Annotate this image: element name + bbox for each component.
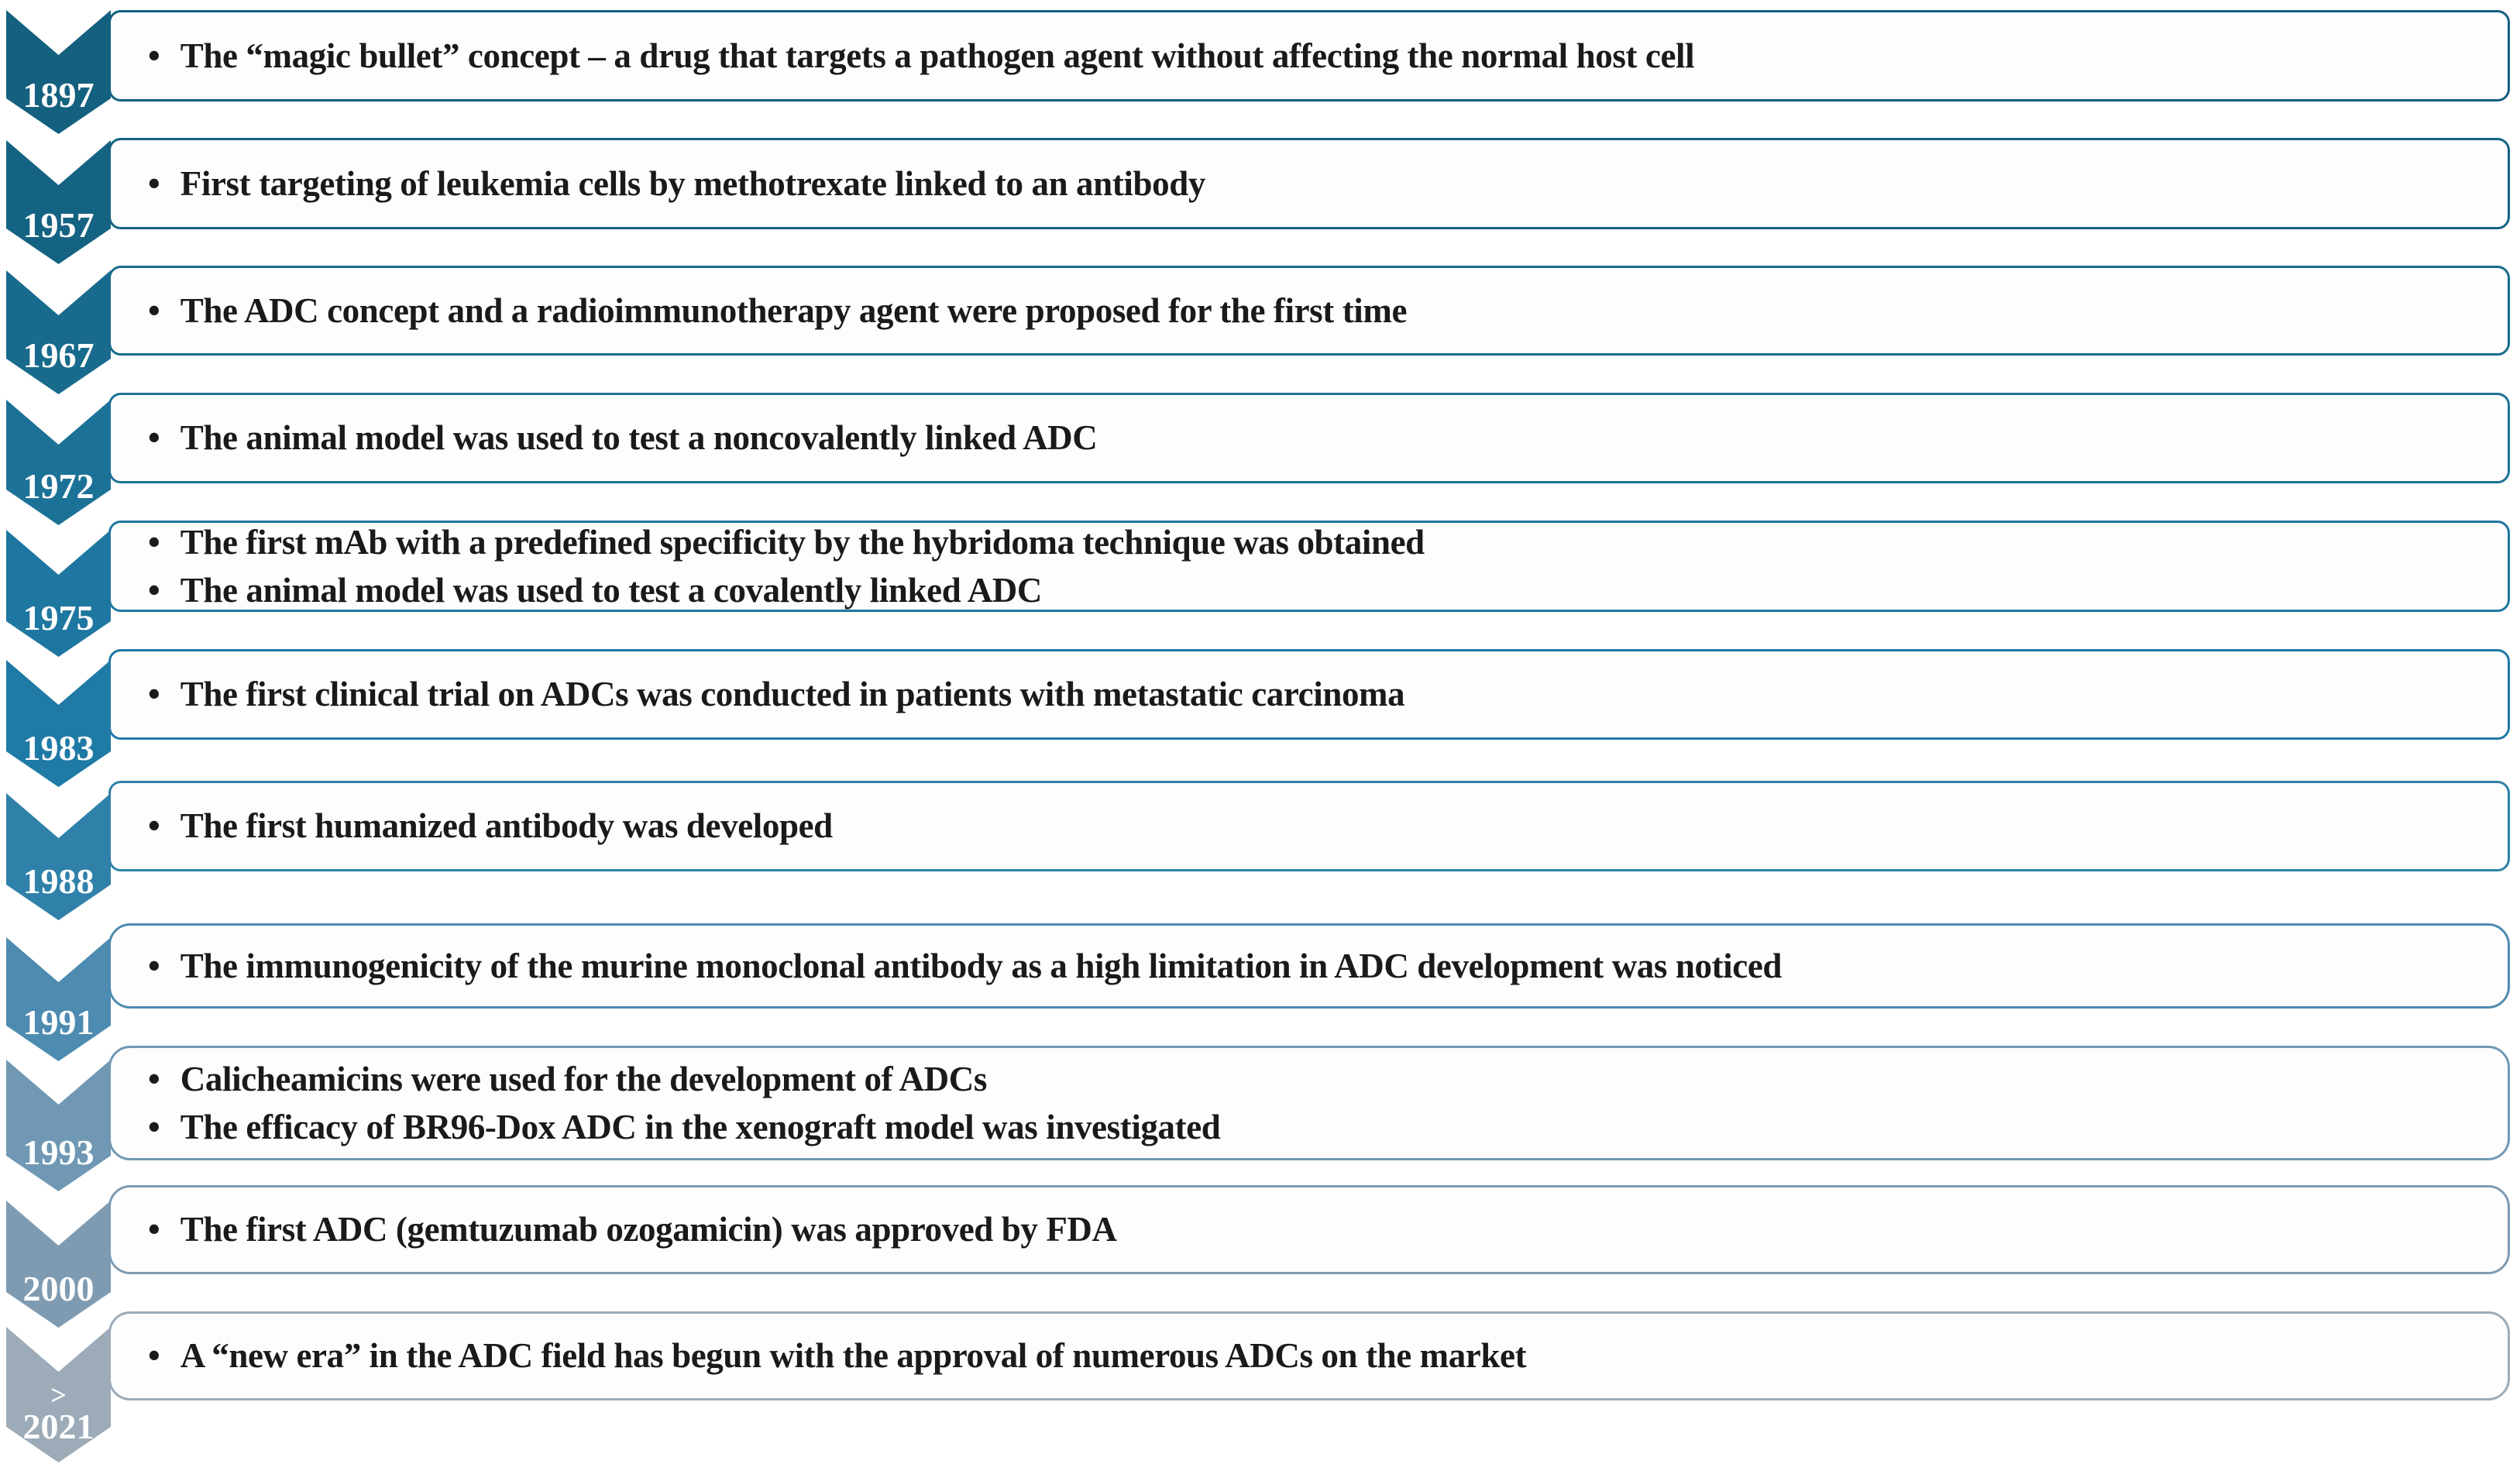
event-box: • The animal model was used to test a no… xyxy=(108,393,2510,483)
year-label: 1972 xyxy=(22,466,95,507)
event-text: The animal model was used to test a nonc… xyxy=(180,418,1098,458)
year-label: 1991 xyxy=(22,1002,95,1043)
timeline-row: 1972 • The animal model was used to test… xyxy=(0,393,2520,483)
list-item: • The first clinical trial on ADCs was c… xyxy=(148,670,2484,718)
timeline-row: 1967 • The ADC concept and a radioimmuno… xyxy=(0,266,2520,356)
timeline-row: 1983 • The first clinical trial on ADCs … xyxy=(0,649,2520,740)
timeline-row: 1975 • The first mAb with a predefined s… xyxy=(0,521,2520,612)
year-chevron: 1975 xyxy=(6,530,111,657)
year-label: 1975 xyxy=(22,598,95,638)
event-text: The ADC concept and a radioimmunotherapy… xyxy=(180,290,1408,330)
year-chevron: 1991 xyxy=(6,937,111,1061)
event-box: • The “magic bullet” concept – a drug th… xyxy=(108,10,2510,101)
list-item: • The efficacy of BR96-Dox ADC in the xe… xyxy=(148,1103,2484,1151)
year-label: 1957 xyxy=(22,205,95,246)
timeline-row: 2000 • The first ADC (gemtuzumab ozogami… xyxy=(0,1185,2520,1274)
event-box: • A “new era” in the ADC field has begun… xyxy=(108,1311,2510,1400)
timeline-row: 1991 • The immunogenicity of the murine … xyxy=(0,923,2520,1009)
event-box: • The first humanized antibody was devel… xyxy=(108,781,2510,871)
year-label: 1967 xyxy=(22,335,95,376)
bullet-icon: • xyxy=(148,806,160,846)
list-item: • The first mAb with a predefined specif… xyxy=(148,518,2484,566)
year-chevron: 1957 xyxy=(6,140,111,264)
bullet-icon: • xyxy=(148,571,160,610)
event-box: • The first clinical trial on ADCs was c… xyxy=(108,649,2510,740)
event-text: The first humanized antibody was develop… xyxy=(180,806,833,846)
list-item: • First targeting of leukemia cells by m… xyxy=(148,160,2484,208)
year-value: 2021 xyxy=(22,1407,95,1447)
event-box: • The ADC concept and a radioimmunothera… xyxy=(108,266,2510,356)
bullet-icon: • xyxy=(148,418,160,458)
timeline-row: 1988 • The first humanized antibody was … xyxy=(0,781,2520,871)
event-text: Calicheamicins were used for the develop… xyxy=(180,1059,988,1098)
year-label: 1988 xyxy=(22,861,95,902)
list-item: • The “magic bullet” concept – a drug th… xyxy=(148,32,2484,80)
bullet-icon: • xyxy=(148,163,160,203)
year-chevron: 1972 xyxy=(6,400,111,525)
bullet-icon: • xyxy=(148,675,160,714)
event-text: The immunogenicity of the murine monoclo… xyxy=(180,946,1783,985)
bullet-icon: • xyxy=(148,1059,160,1098)
list-item: • The first ADC (gemtuzumab ozogamicin) … xyxy=(148,1205,2484,1253)
bullet-icon: • xyxy=(148,1108,160,1146)
event-text: A “new era” in the ADC field has begun w… xyxy=(180,1336,1527,1376)
year-chevron: 1983 xyxy=(6,660,111,787)
year-label: 1897 xyxy=(22,75,95,115)
bullet-icon: • xyxy=(148,1210,160,1249)
bullet-icon: • xyxy=(148,290,160,330)
year-label: 1993 xyxy=(22,1132,95,1173)
event-box: • The first ADC (gemtuzumab ozogamicin) … xyxy=(108,1185,2510,1274)
event-text: The first clinical trial on ADCs was con… xyxy=(180,675,1405,714)
list-item: • The first humanized antibody was devel… xyxy=(148,802,2484,850)
event-text: The first ADC (gemtuzumab ozogamicin) wa… xyxy=(180,1210,1117,1249)
bullet-icon: • xyxy=(148,946,160,985)
timeline-row: 1897 • The “magic bullet” concept – a dr… xyxy=(0,10,2520,101)
year-label: > 2021 xyxy=(23,1381,95,1445)
year-chevron: 1993 xyxy=(6,1060,111,1191)
greater-than-symbol: > xyxy=(50,1380,67,1411)
event-text: The “magic bullet” concept – a drug that… xyxy=(180,36,1695,75)
list-item: • The animal model was used to test a no… xyxy=(148,414,2484,462)
timeline-row: 1993 • Calicheamicins were used for the … xyxy=(0,1046,2520,1160)
event-text: The efficacy of BR96-Dox ADC in the xeno… xyxy=(180,1108,1221,1146)
bullet-icon: • xyxy=(148,1336,160,1376)
list-item: • The ADC concept and a radioimmunothera… xyxy=(148,287,2484,335)
event-box: • The immunogenicity of the murine monoc… xyxy=(108,923,2510,1009)
event-text: The first mAb with a predefined specific… xyxy=(180,522,1425,562)
event-text: The animal model was used to test a cova… xyxy=(180,571,1043,610)
list-item: • A “new era” in the ADC field has begun… xyxy=(148,1332,2484,1380)
year-label: 1983 xyxy=(22,728,95,768)
list-item: • The immunogenicity of the murine monoc… xyxy=(148,942,2484,990)
timeline-row: 1957 • First targeting of leukemia cells… xyxy=(0,138,2520,229)
bullet-icon: • xyxy=(148,522,160,562)
year-chevron: 1967 xyxy=(6,270,111,394)
list-item: • Calicheamicins were used for the devel… xyxy=(148,1055,2484,1103)
list-item: • The animal model was used to test a co… xyxy=(148,566,2484,614)
event-text: First targeting of leukemia cells by met… xyxy=(180,163,1206,203)
event-box: • First targeting of leukemia cells by m… xyxy=(108,138,2510,229)
year-chevron: 2000 xyxy=(6,1201,111,1328)
year-chevron: > 2021 xyxy=(6,1327,111,1462)
event-box: • Calicheamicins were used for the devel… xyxy=(108,1046,2510,1160)
event-box: • The first mAb with a predefined specif… xyxy=(108,521,2510,612)
year-chevron: 1897 xyxy=(6,10,111,134)
timeline-row: > 2021 • A “new era” in the ADC field ha… xyxy=(0,1311,2520,1400)
year-label: 2000 xyxy=(22,1269,95,1309)
bullet-icon: • xyxy=(148,36,160,75)
year-chevron: 1988 xyxy=(6,793,111,920)
